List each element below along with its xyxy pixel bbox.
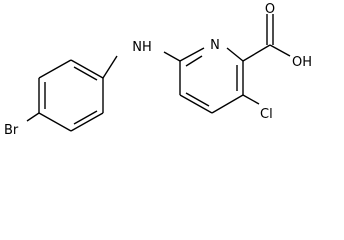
bond-c-cl [242,94,260,105]
bond-py-cooh [242,44,271,62]
bond-ph-c6-c1 [38,112,72,132]
bond-ph-c3-c4 [70,59,104,79]
bond-ph-c2-c3 [38,59,72,79]
ring-nitrogen-label: N [210,38,220,53]
bond-py-c4-c5 [179,94,213,114]
bond-py-c3-c4 [211,94,244,114]
hydroxyl-label: OH [292,55,312,70]
chlorine-label: Cl [260,107,273,122]
structure-diagram: Br NH N O OH Cl [4,2,312,137]
bond-py-n-c2 [226,47,244,62]
bond-ph-inner-3 [73,110,98,125]
bond-py-inner-1 [185,55,203,67]
bond-py-c6-n [179,47,205,62]
bond-ph-nh [102,55,118,79]
amine-nh-label: NH [132,40,152,55]
bond-ph-inner-2 [73,66,98,81]
bond-c-br [26,112,40,122]
bromine-label: Br [4,123,19,137]
bond-ph-c5-c6 [70,112,104,132]
carbonyl-oxygen-label: O [265,2,275,17]
bond-py-inner-3 [185,92,210,107]
bond-nh-py [163,51,181,62]
bromophenyl-ring [38,59,104,132]
pyridine-ring [179,47,244,114]
molecule-drawing: Br NH N O OH Cl [4,2,312,137]
bond-c-oh [269,44,291,57]
